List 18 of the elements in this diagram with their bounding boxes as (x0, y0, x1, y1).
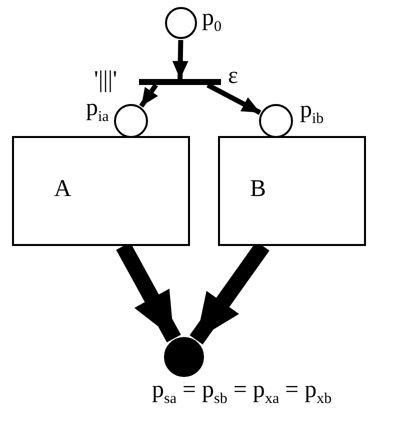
arrow (139, 84, 158, 108)
transition-bar (139, 79, 221, 85)
place-circle (259, 104, 293, 138)
process-box (12, 136, 190, 246)
place-label: ε (228, 64, 238, 88)
place-label: p$_{0}$ (202, 6, 222, 30)
place-label: p$_{sa}$ = p$_{sb}$ = p$_{xa}$ = p$_{xb}$ (152, 378, 332, 402)
box-label: A (54, 176, 72, 203)
place-circle (165, 7, 197, 39)
token-circle (164, 337, 204, 377)
place-label: p$_{ib}$ (300, 98, 324, 122)
place-circle (114, 104, 148, 138)
process-box (218, 136, 366, 246)
box-label: B (250, 176, 266, 203)
place-label: p$_{ia}$ (86, 96, 109, 120)
arrow (206, 82, 262, 115)
place-label: '|||' (94, 68, 118, 92)
arrow (172, 40, 188, 80)
